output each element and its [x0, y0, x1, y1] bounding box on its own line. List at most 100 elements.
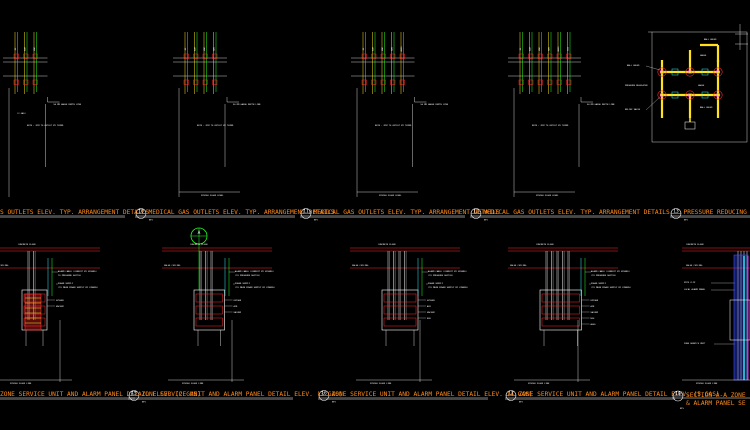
zone-service-box [193, 289, 225, 331]
outlet-gas-label: O2 [520, 47, 522, 50]
outlet-gas-label: N2O [549, 46, 551, 51]
sec-scale-label: NTS [680, 408, 685, 410]
outlet-valve [212, 79, 218, 85]
g2-detail-title: MEDICAL GAS OUTLETS ELEV. TYP. ARRANGEME… [149, 209, 336, 216]
zone-valve-row [195, 293, 223, 303]
outlet-valve [518, 53, 524, 59]
alarm-cable-label: ALARM CABLE (CONDUIT BY OTHERS) [428, 270, 467, 273]
prv-gauge-icon [713, 67, 723, 77]
finish-floor-label: FINISH FLOOR LEVEL [379, 195, 402, 197]
zone-valve-row [541, 317, 580, 327]
prv-gauge-icon [657, 90, 667, 100]
outlet-valve [390, 79, 396, 85]
prv-label: GAUGE [700, 54, 707, 57]
sec-finish-label: FINISH FLOOR LINE [696, 383, 718, 385]
outlet-note: NOTE : DIM TO OUTLET BY THIRD [532, 125, 569, 127]
power-supply-sub: (TO MAIN POWER SUPPLY BY OTHERS) [58, 286, 98, 289]
outlet-gas-label: VAC [33, 46, 36, 51]
z3-scale-label: NTS [332, 402, 337, 404]
g4-detail-title: MEDICAL GAS OUTLETS ELEV. TYP. ARRANGEME… [484, 209, 671, 216]
outlet-valve [23, 79, 29, 85]
gas-name-label: VACUUM [56, 305, 64, 308]
sec-detail-title: SECTION A-A ZONE [686, 392, 746, 399]
sec-detail-number: 18 [675, 391, 681, 397]
g3-scale-label: NTS [314, 220, 319, 222]
outlet-valve [13, 53, 19, 59]
outlet-valve [23, 53, 29, 59]
prv-gauge-inner [659, 69, 665, 75]
prv-detail-number: 13 [673, 209, 679, 215]
outlet-valve [361, 79, 367, 85]
gas-name-label: N2O [427, 318, 432, 320]
power-supply-label: POWER SUPPLY [235, 283, 251, 285]
g3-detail-number: 11 [303, 209, 309, 215]
outlet-valve [518, 79, 524, 85]
alarm-cable-sub: (TO PRESSURE SWITCH) [235, 275, 260, 277]
false-ceiling-label: FALSE CEILING [352, 264, 369, 267]
outlet-valve [528, 53, 534, 59]
outlet-valve [380, 53, 386, 59]
prv-gauge-inner [715, 69, 721, 75]
outlet-valve [371, 53, 377, 59]
zone-service-box [381, 289, 419, 331]
gas-name-label: OXYGEN [427, 300, 435, 302]
outlet-valve [547, 79, 553, 85]
g1-detail-title: S OUTLETS ELEV. TYP. ARRANGEMENT DETAILS [0, 209, 149, 216]
z2-detail-title: ZONE SERVICE UNIT AND ALARM PANEL DETAIL… [142, 391, 343, 398]
prv-gauge-icon [713, 90, 723, 100]
g2-scale-label: NTS [149, 220, 154, 222]
depth-line-label: 50 MM GAUGE DEPTH LINE [233, 103, 261, 106]
power-supply-label: POWER SUPPLY [428, 283, 444, 285]
prv-label: RELIEF VALVE [625, 108, 641, 111]
prv-leader [645, 96, 661, 111]
alarm-cable-sub: (TO PRESSURE SWITCH) [591, 275, 616, 277]
outlet-gas-label: VAC [381, 46, 384, 51]
outlet-gas-label: AGSS [557, 46, 560, 52]
outlet-gas-label: O2 [15, 47, 17, 50]
g4-scale-label: NTS [484, 220, 489, 222]
prv-valve-icon [671, 91, 679, 99]
prv-gauge-inner [687, 69, 693, 75]
gas-name-label: AIR [234, 305, 239, 308]
outlet-valve [547, 53, 553, 59]
prv-valve-icon [701, 91, 709, 99]
detail-geometry [0, 24, 750, 382]
concrete-floor-label: CONCRETE FLOOR [18, 244, 36, 246]
outlet-valve [183, 79, 189, 85]
depth-line-label: 50 MM GAUGE DEPTH LINE [421, 103, 449, 106]
gas-name-label: N2O [591, 318, 596, 320]
outlet-valve [399, 53, 405, 59]
outlet-valve [13, 79, 19, 85]
outlet-valve [202, 79, 208, 85]
gas-name-label: AGSS [591, 323, 597, 326]
zone-valve-row [383, 293, 417, 303]
concrete-floor-label: CONCRETE FLOOR [536, 244, 554, 246]
gas-name-label: OXYGEN [234, 300, 242, 302]
outlet-gas-label: N2O [214, 46, 216, 51]
zone-valve-row [541, 305, 580, 315]
outlet-gas-label: AIR [194, 46, 197, 51]
sec-pipe-clip-label: PIPE CLIP [684, 282, 696, 284]
finish-floor-label: FINISH FLOOR LINE [370, 383, 392, 385]
outlet-valve [183, 53, 189, 59]
sec-alarm-label: LOCAL ALARM PANEL [684, 288, 706, 291]
g3-detail-title: MEDICAL GAS OUTLETS ELEV. TYP. ARRANGEME… [314, 209, 501, 216]
false-ceiling-label: FALSE CEILING [510, 264, 527, 267]
power-supply-label: POWER SUPPLY [591, 283, 607, 285]
zone-valve-row [195, 305, 223, 315]
prv-label: BALL VALVE [700, 106, 713, 109]
finish-floor-label: FINISH FLOOR LEVEL [536, 195, 559, 197]
prv-leader [645, 65, 661, 71]
false-ceiling-label: FALSE CEILING [164, 264, 181, 267]
outlet-valve [371, 79, 377, 85]
zone-valve-row [383, 317, 417, 327]
zone-alarm-panel-highlight [24, 293, 42, 331]
prv-gauge-icon [657, 67, 667, 77]
prv-gauge-inner [687, 92, 693, 98]
section-marker-letter: A [198, 230, 201, 236]
alarm-cable-label: ALARM CABLE (CONDUIT BY OTHERS) [591, 270, 630, 273]
finish-floor-label: FINISH FLOOR LEVEL [201, 195, 224, 197]
zone-service-box [539, 289, 582, 331]
alarm-cable-label: ALARM CABLE (CONDUIT BY OTHERS) [235, 270, 274, 273]
